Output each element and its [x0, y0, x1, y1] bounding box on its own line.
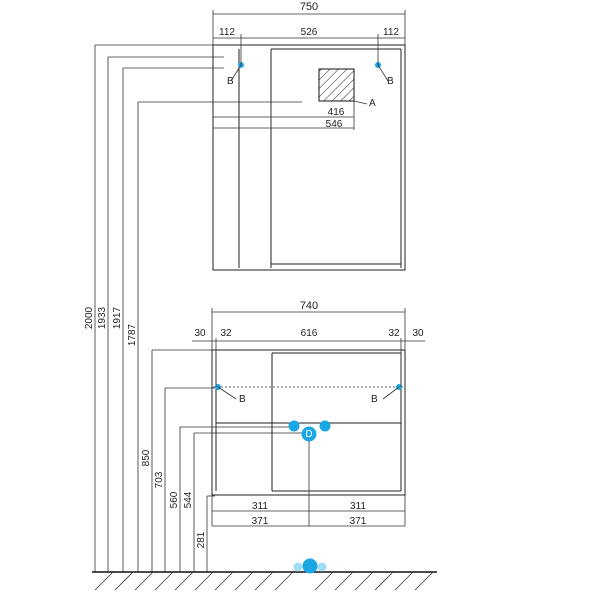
mirror-mark-b-left: B: [227, 76, 234, 87]
floor: [92, 558, 437, 591]
floor-connection-icon-left: [293, 562, 303, 572]
vanity-bottom-right-1: 311: [350, 501, 366, 512]
mirror-right-offset: 112: [383, 27, 399, 38]
mirror-cabinet: A B B: [212, 44, 406, 271]
mirror-mark-a: A: [369, 98, 376, 109]
height-dimensions: [94, 44, 306, 572]
vanity-right-offset-1: 30: [412, 328, 424, 339]
mirror-overall-width: 750: [300, 1, 318, 13]
height-label-281: 281: [196, 531, 207, 548]
mirror-inner-width-a: 416: [328, 107, 345, 118]
mirror-leader-b-right: [377, 64, 389, 82]
vanity-mark-b-left: B: [239, 394, 246, 405]
height-label-1933: 1933: [97, 306, 108, 329]
vanity-left-offset-1: 30: [194, 328, 206, 339]
vanity-right-offset-2: 32: [388, 328, 400, 339]
vanity-outer-frame: [211, 349, 406, 496]
mirror-width-dimensions: [212, 10, 406, 130]
height-label-703: 703: [154, 471, 165, 488]
floor-connection-icon-center: [302, 558, 318, 574]
mirror-leader-a: [353, 100, 368, 105]
height-label-1787: 1787: [127, 323, 138, 346]
mirror-outer-frame: [212, 44, 406, 271]
vanity-overall-width: 740: [300, 300, 318, 312]
vanity-bottom-left-1: 311: [252, 501, 268, 512]
vanity-bottom-left-2: 371: [252, 516, 269, 527]
mirror-left-offset: 112: [219, 27, 235, 38]
height-label-1917: 1917: [112, 306, 123, 329]
floor-hatching: [94, 571, 434, 591]
mirror-middle-width: 526: [301, 27, 318, 38]
vanity-mark-b-right: B: [371, 394, 378, 405]
vanity-width-labels: 740 30 32 616 32 30 311 371 311 371: [194, 300, 424, 527]
height-label-560: 560: [169, 491, 180, 508]
mirror-leader-b-left: [230, 64, 242, 82]
height-label-2000: 2000: [84, 306, 95, 329]
vanity-width-dimensions: [192, 308, 425, 527]
mirror-socket-area-a: [318, 68, 355, 102]
vanity-leader-b-left: [217, 386, 237, 400]
vanity-leader-b-right: [382, 386, 400, 400]
height-labels: 2000 1933 1917 1787 850 703 560 544 281: [84, 306, 207, 548]
drain-mark-d: D: [305, 429, 312, 440]
vanity-middle-width: 616: [301, 328, 318, 339]
height-label-850: 850: [141, 449, 152, 466]
mirror-inner-width-b: 546: [326, 119, 343, 130]
water-connection-left-icon: [288, 420, 300, 432]
mirror-mark-b-right: B: [387, 76, 394, 87]
vanity-cabinet: B B D: [211, 349, 406, 496]
floor-connection-icon-right: [317, 562, 327, 572]
vanity-bottom-right-2: 371: [350, 516, 367, 527]
water-connection-right-icon: [319, 420, 331, 432]
mirror-width-labels: 750 112 526 112 416 546: [219, 1, 399, 130]
vanity-left-offset-2: 32: [220, 328, 232, 339]
height-label-544: 544: [183, 491, 194, 508]
